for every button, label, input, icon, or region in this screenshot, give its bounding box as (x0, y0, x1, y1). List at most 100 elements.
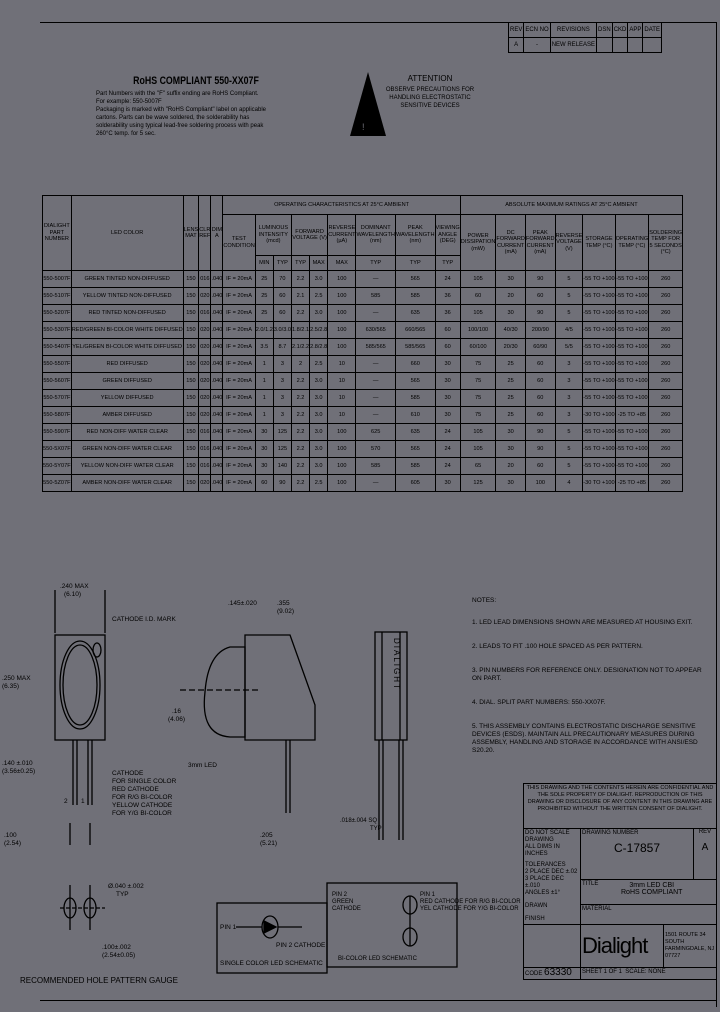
table-cell: 25 (254, 287, 274, 305)
table-cell: 3 (272, 406, 292, 424)
col-lum: LUMINOUS INTENSITY (mcd) (254, 214, 292, 256)
notes-block: NOTES: 1. LED LEAD DIMENSIONS SHOWN ARE … (472, 597, 712, 771)
esd-warning-icon: ! (350, 72, 386, 136)
table-cell: RED NON-DIFF WATER CLEAR (70, 423, 184, 441)
lead-view-drawing: DIALIGHT .018±.004 SQ TYP PIN 2GREENCATH… (326, 631, 521, 968)
table-cell: 020 (198, 474, 212, 492)
rev-current-max: MAX (327, 255, 357, 271)
table-cell: 550-5007F (42, 270, 72, 288)
table-cell: IF = 20mA (222, 474, 256, 492)
table-cell: 660 (394, 355, 436, 373)
table-cell: 260 (648, 287, 684, 305)
title-line: 3mm LED CBI (629, 882, 675, 889)
table-cell: 550-5107F (42, 287, 72, 305)
rev-header: DSN (596, 22, 613, 38)
table-cell: 2.1/2.2 (290, 338, 311, 356)
rev-cell: - (523, 37, 551, 53)
table-cell: 100 (327, 304, 357, 322)
dominant-typ: TYP (355, 255, 396, 271)
table-cell: 30 (434, 474, 461, 492)
table-cell: 3 (554, 372, 584, 390)
table-cell: 3.0 (309, 406, 329, 424)
side-center-dim: .16 (172, 708, 181, 715)
table-cell: 016 (198, 440, 212, 458)
table-cell: 3 (554, 389, 584, 407)
title-line: RoHS COMPLIANT (621, 889, 683, 896)
table-cell: 585 (355, 457, 396, 475)
lum-typ: TYP (272, 255, 292, 271)
cathode-mark: CATHODE I.D. MARK (112, 616, 176, 623)
company-address: 1501 ROUTE 34 SOUTH FARMINGDALE, NJ 0772… (663, 924, 717, 968)
table-cell: 2 (290, 355, 311, 373)
table-cell: 150 (182, 287, 200, 305)
table-cell: 105 (459, 440, 497, 458)
table-cell: 550-5507F (42, 355, 72, 373)
table-cell: 2.2 (290, 423, 311, 441)
table-cell: 016 (198, 270, 212, 288)
table-cell: 565 (394, 270, 436, 288)
rev-header: REVISIONS (549, 22, 598, 38)
table-cell: 20 (495, 457, 526, 475)
table-cell: 605 (394, 474, 436, 492)
table-cell: 30 (434, 372, 461, 390)
rev-header: REV (507, 22, 525, 38)
table-cell: 100 (327, 474, 357, 492)
table-cell: RED DIFFUSED (70, 355, 184, 373)
sheet-label: SHEET 1 OF 1 (582, 969, 622, 975)
frame-border (716, 22, 717, 1007)
table-cell: .040 (210, 321, 224, 339)
table-cell: 65 (459, 457, 497, 475)
pitch-dim: .100 (4, 832, 17, 839)
table-cell: 24 (434, 457, 461, 475)
table-cell: 30 (495, 304, 526, 322)
table-cell: 020 (198, 406, 212, 424)
table-cell: 150 (182, 355, 200, 373)
dialight-logo: Dialight (580, 924, 664, 968)
table-cell: IF = 20mA (222, 270, 256, 288)
table-cell: -55 TO +100 (582, 355, 616, 373)
rohs-line: Packaging is marked with "RoHS Compliant… (96, 107, 267, 113)
col-lens: LENS MAT (182, 195, 200, 271)
table-cell: 2.2 (290, 457, 311, 475)
spec-table: DIALIGHT PART NUMBER LED COLOR LENS MAT … (42, 195, 684, 492)
table-cell: 30 (434, 355, 461, 373)
table-cell: 610 (394, 406, 436, 424)
table-cell: .040 (210, 287, 224, 305)
table-cell: 3 (554, 355, 584, 373)
table-cell: — (355, 389, 396, 407)
table-cell: 260 (648, 406, 684, 424)
table-cell: 635 (394, 423, 436, 441)
table-cell: 585 (355, 287, 396, 305)
proprietary-notice: THIS DRAWING AND THE CONTENTS HEREIN ARE… (523, 783, 717, 829)
table-cell: 30 (254, 457, 274, 475)
width-dim-mm: (6.10) (64, 591, 81, 598)
table-cell: -55 TO +100 (614, 321, 650, 339)
table-cell: -25 TO +85 (614, 474, 650, 492)
table-cell: .040 (210, 270, 224, 288)
table-cell: 60 (272, 287, 292, 305)
col-part: DIALIGHT PART NUMBER (42, 195, 72, 271)
table-cell: 30 (434, 406, 461, 424)
code-value: 63330 (544, 967, 572, 978)
lead-bottom-dim: .205 (260, 832, 273, 839)
table-cell: 2.2 (290, 389, 311, 407)
table-cell: 5 (554, 287, 584, 305)
table-cell: 100 (524, 474, 556, 492)
tolerances-label: TOLERANCES (525, 862, 566, 868)
table-cell: 020 (198, 321, 212, 339)
table-cell: 016 (198, 423, 212, 441)
side-offset-dim: .145±.020 (228, 600, 257, 607)
bi-pin2-line: CATHODE (332, 906, 361, 912)
cathode-note-line: FOR SINGLE COLOR (112, 778, 177, 785)
table-cell: 585/565 (394, 338, 436, 356)
table-cell: IF = 20mA (222, 338, 256, 356)
table-cell: 550-5407F (42, 338, 72, 356)
table-cell: .040 (210, 372, 224, 390)
table-cell: 150 (182, 372, 200, 390)
table-cell: IF = 20mA (222, 457, 256, 475)
width-dim: .240 MAX (60, 583, 89, 590)
table-cell: 5 (554, 304, 584, 322)
